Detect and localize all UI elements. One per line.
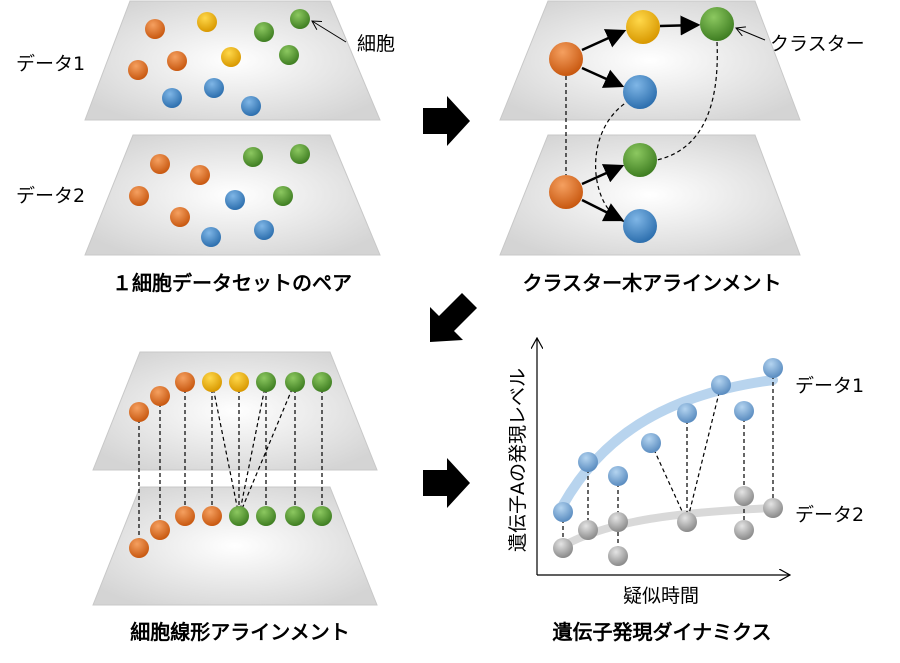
cluster-plane-2 — [499, 134, 801, 256]
data1-cells — [128, 9, 310, 116]
data1-label: データ1 — [16, 53, 85, 75]
cluster-tree-caption: クラスター木アラインメント — [523, 271, 782, 295]
series1-label: データ1 — [795, 375, 864, 397]
flow-arrow-right-icon — [423, 96, 470, 146]
linear-plane-2 — [92, 486, 378, 606]
cell-alignment-links — [138, 381, 323, 548]
cluster-tree-panel: クラスター クラスター木アラインメント — [499, 0, 865, 295]
data2-cells — [129, 144, 310, 247]
cluster-pointer-arrow — [736, 28, 766, 41]
cluster-label: クラスター — [770, 33, 865, 55]
data2-label: データ2 — [16, 185, 85, 207]
cell-label: 細胞 — [357, 33, 395, 55]
data2-points — [553, 486, 783, 566]
flow-arrow-down-left-icon — [430, 293, 477, 342]
y-axis-label: 遺伝子Aの発現レベル — [507, 368, 529, 552]
cluster-nodes — [549, 7, 734, 243]
tree-alignment-links — [565, 41, 718, 223]
x-axis-label: 疑似時間 — [623, 585, 699, 607]
flow-arrow-right-icon-2 — [423, 458, 470, 508]
dataset-pair-panel: 細胞 データ1 データ2 １細胞データセットのペア — [16, 0, 395, 295]
cell-pointer-arrow — [312, 21, 347, 43]
gene-dynamics-caption: 遺伝子発現ダイナミクス — [553, 620, 772, 644]
series2-label: データ2 — [795, 504, 864, 526]
data1-points — [553, 358, 783, 522]
pair-caption: １細胞データセットのペア — [112, 271, 352, 295]
linear-cells-2 — [129, 506, 332, 558]
cell-linear-panel: 細胞線形アラインメント — [92, 351, 378, 644]
linear-cells-1 — [129, 372, 332, 422]
data1-trend — [558, 375, 778, 510]
tree-edges — [581, 15, 701, 222]
linear-plane-1 — [92, 351, 378, 471]
cell-linear-caption: 細胞線形アラインメント — [130, 620, 349, 644]
gene-dynamics-panel: データ1 データ2 遺伝子Aの発現レベル 疑似時間 遺伝子発現ダイナミクス — [507, 338, 864, 644]
